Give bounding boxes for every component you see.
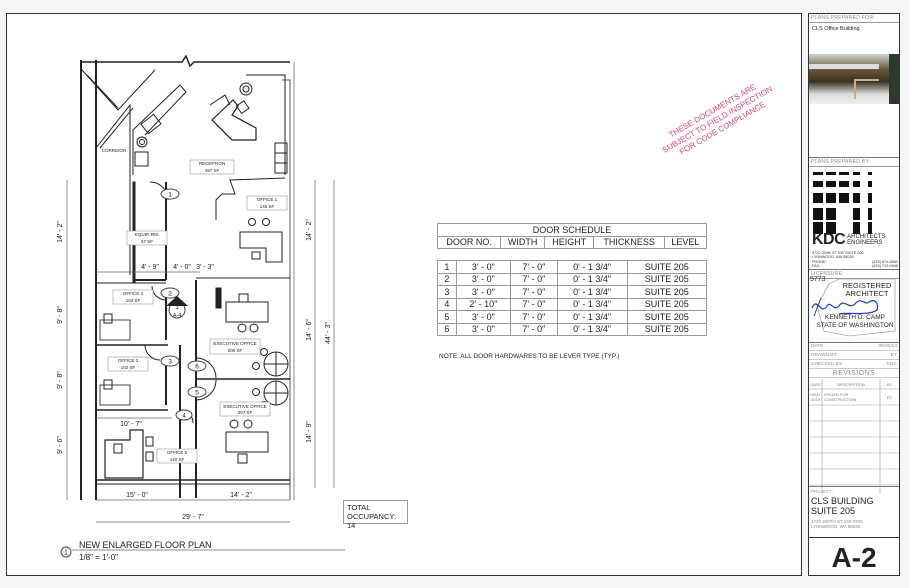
svg-text:29' - 7": 29' - 7" [182, 514, 204, 521]
svg-text:102 SF: 102 SF [126, 298, 141, 303]
svg-text:EXECUTIVE OFFICE: EXECUTIVE OFFICE [223, 404, 266, 409]
svg-text:67 SF: 67 SF [141, 239, 153, 244]
svg-text:1: 1 [175, 305, 179, 311]
drawing-scale: 1/8" = 1'-0" [79, 553, 118, 562]
svg-text:4' - 9": 4' - 9" [141, 264, 159, 271]
architect-seal: 5773 REGISTERED ARCHITECT KENNETH D. CAM… [809, 276, 899, 341]
firm-logo-text: KDC [812, 231, 846, 248]
svg-text:3: 3 [168, 359, 172, 366]
svg-text:3' - 3": 3' - 3" [196, 264, 214, 271]
svg-text:9' - 8": 9' - 8" [57, 306, 64, 324]
svg-text:207 SF: 207 SF [238, 410, 253, 415]
svg-text:OFFICE 1: OFFICE 1 [257, 197, 278, 202]
svg-text:5: 5 [195, 390, 199, 397]
total-occupancy-box: TOTAL OCCUPANCY: 14 [343, 500, 408, 530]
revision-row: 05/31 2013 ISSUED FOR CONSTRUCTION ET [810, 392, 893, 402]
svg-text:EXECUTIVE OFFICE: EXECUTIVE OFFICE [213, 341, 256, 346]
svg-text:14' - 2": 14' - 2" [306, 219, 313, 241]
svg-text:9' - 8": 9' - 8" [57, 371, 64, 389]
svg-text:EQUIP. RM.: EQUIP. RM. [135, 232, 159, 237]
project-name: CLS BUILDING [811, 496, 874, 506]
svg-text:4' - 0": 4' - 0" [173, 264, 191, 271]
svg-text:102 SF: 102 SF [121, 365, 136, 370]
svg-text:4: 4 [182, 413, 186, 420]
svg-text:15' - 0": 15' - 0" [126, 492, 148, 499]
svg-text:14' - 9": 14' - 9" [306, 421, 313, 443]
svg-text:205 SF: 205 SF [228, 348, 243, 353]
svg-text:1: 1 [168, 192, 172, 199]
svg-text:14' - 2": 14' - 2" [230, 492, 252, 499]
door-schedule-note: NOTE: ALL DOOR HARDWARES TO BE LEVER TYP… [439, 353, 620, 360]
svg-text:OFFICE 3: OFFICE 3 [118, 358, 139, 363]
svg-text:OFFICE 2: OFFICE 2 [167, 450, 188, 455]
svg-text:10' - 7": 10' - 7" [120, 421, 142, 428]
floor-plan: RECEPTION 487 SF OFFICE 1 145 SF EQUIP. … [57, 54, 345, 562]
revisions-table [809, 379, 899, 494]
svg-text:CORRIDOR: CORRIDOR [102, 148, 127, 153]
svg-text:140 SF: 140 SF [170, 457, 185, 462]
svg-text:1: 1 [64, 550, 68, 557]
svg-text:6: 6 [195, 364, 199, 371]
svg-text:44' - 3": 44' - 3" [325, 322, 332, 344]
svg-text:OFFICE 4: OFFICE 4 [123, 291, 144, 296]
firm-logo-graphic [813, 172, 893, 234]
building-photo [809, 54, 899, 104]
room-label: RECEPTION [199, 161, 225, 166]
revisions-header: REVISIONS [809, 369, 899, 378]
sheet-number: A-2 [831, 541, 877, 573]
client-name: CLS Office Building [812, 26, 860, 32]
title-block: PLANS PREPARED FOR: CLS Office Building … [808, 13, 900, 576]
svg-text:145 SF: 145 SF [260, 204, 275, 209]
svg-text:14' - 6": 14' - 6" [306, 319, 313, 341]
door-schedule-title: DOOR SCHEDULE [437, 223, 707, 237]
svg-text:A-4: A-4 [173, 313, 182, 319]
svg-text:2: 2 [168, 291, 172, 298]
svg-text:9' - 6": 9' - 6" [57, 436, 64, 454]
drawing-title: NEW ENLARGED FLOOR PLAN [79, 540, 212, 550]
svg-text:487 SF: 487 SF [205, 168, 220, 173]
svg-text:14' - 2": 14' - 2" [57, 221, 64, 243]
door-schedule-header: DOOR SCHEDULE DOOR NO. WIDTH HEIGHT THIC… [436, 223, 708, 249]
